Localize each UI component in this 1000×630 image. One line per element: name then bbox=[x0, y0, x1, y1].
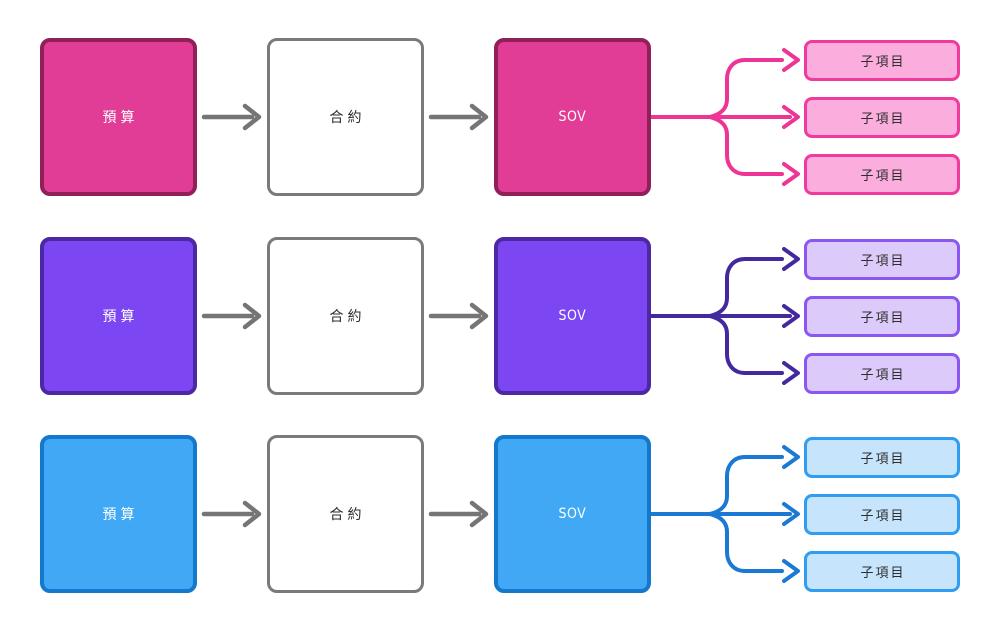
child-item-label: 子項目 bbox=[860, 55, 906, 70]
flow-row-blue: 預算 合約 SOV 子項目 子項目 子項目 bbox=[0, 435, 1000, 593]
sov-node: SOV bbox=[494, 435, 651, 593]
contract-node: 合約 bbox=[267, 38, 424, 196]
branch-connector bbox=[649, 247, 800, 385]
contract-label: 合約 bbox=[329, 507, 366, 523]
budget-label: 預算 bbox=[102, 110, 139, 126]
budget-label: 預算 bbox=[102, 507, 139, 523]
branch-connector bbox=[649, 48, 800, 186]
child-item-label: 子項目 bbox=[860, 311, 906, 326]
child-item-node: 子項目 bbox=[804, 40, 960, 81]
child-item-node: 子項目 bbox=[804, 239, 960, 280]
arrow-contract-to-sov bbox=[428, 500, 489, 528]
budget-label: 預算 bbox=[102, 309, 139, 325]
child-item-label: 子項目 bbox=[860, 169, 906, 184]
flow-row-pink: 預算 合約 SOV 子項目 子項目 子項目 bbox=[0, 38, 1000, 196]
budget-node: 預算 bbox=[40, 237, 197, 395]
sov-label: SOV bbox=[558, 506, 587, 522]
arrow-contract-to-sov bbox=[428, 302, 489, 330]
child-item-node: 子項目 bbox=[804, 353, 960, 394]
contract-label: 合約 bbox=[329, 110, 366, 126]
sov-node: SOV bbox=[494, 237, 651, 395]
arrow-budget-to-contract bbox=[201, 500, 262, 528]
sov-node: SOV bbox=[494, 38, 651, 196]
child-item-node: 子項目 bbox=[804, 154, 960, 195]
child-item-node: 子項目 bbox=[804, 296, 960, 337]
budget-node: 預算 bbox=[40, 435, 197, 593]
contract-label: 合約 bbox=[329, 309, 366, 325]
flow-row-purple: 預算 合約 SOV 子項目 子項目 子項目 bbox=[0, 237, 1000, 395]
sov-label: SOV bbox=[558, 308, 587, 324]
child-item-label: 子項目 bbox=[860, 368, 906, 383]
child-item-node: 子項目 bbox=[804, 551, 960, 592]
child-item-node: 子項目 bbox=[804, 97, 960, 138]
budget-node: 預算 bbox=[40, 38, 197, 196]
arrow-budget-to-contract bbox=[201, 103, 262, 131]
child-item-node: 子項目 bbox=[804, 437, 960, 478]
arrow-contract-to-sov bbox=[428, 103, 489, 131]
child-item-node: 子項目 bbox=[804, 494, 960, 535]
sov-label: SOV bbox=[558, 109, 587, 125]
child-item-label: 子項目 bbox=[860, 112, 906, 127]
child-item-label: 子項目 bbox=[860, 509, 906, 524]
branch-connector bbox=[649, 445, 800, 583]
contract-node: 合約 bbox=[267, 237, 424, 395]
contract-node: 合約 bbox=[267, 435, 424, 593]
child-item-label: 子項目 bbox=[860, 254, 906, 269]
arrow-budget-to-contract bbox=[201, 302, 262, 330]
child-item-label: 子項目 bbox=[860, 452, 906, 467]
child-item-label: 子項目 bbox=[860, 566, 906, 581]
